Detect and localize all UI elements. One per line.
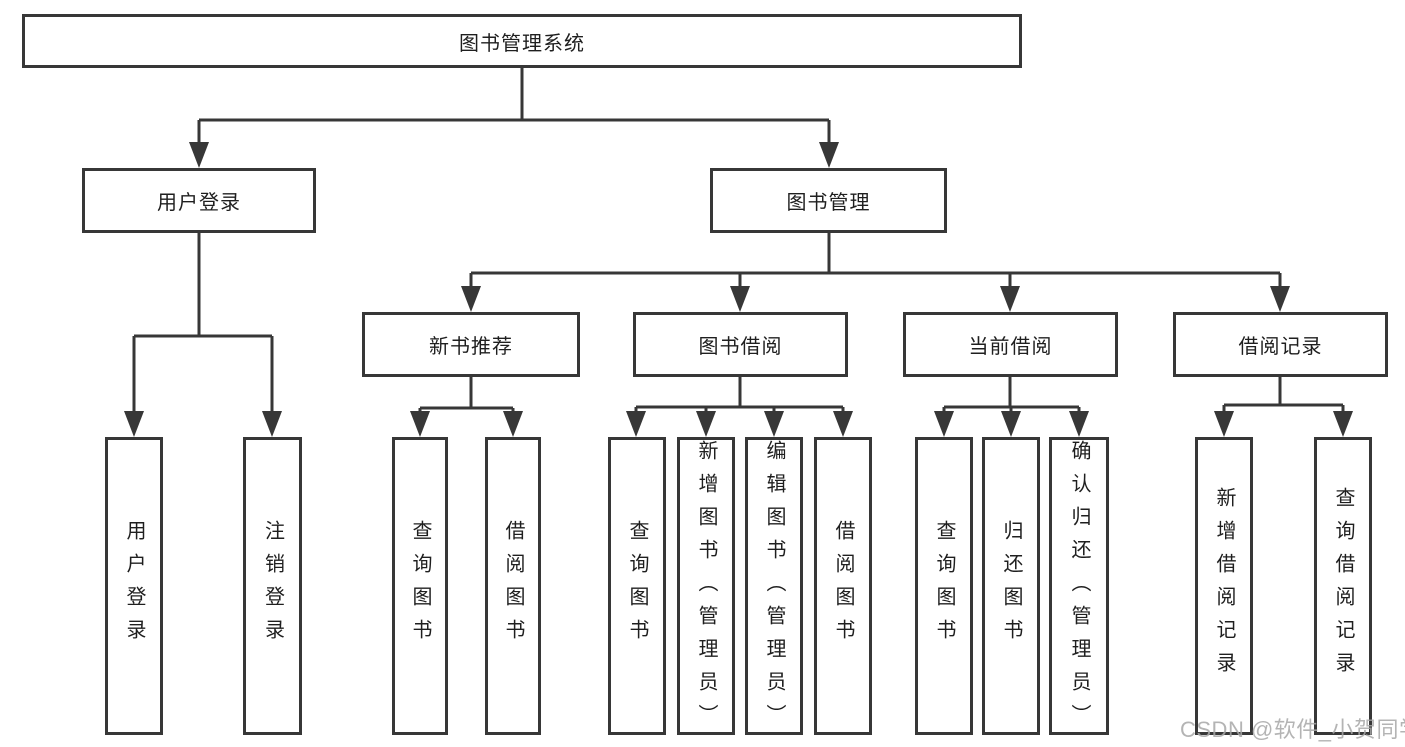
leaf-logout: 注销登录: [243, 437, 302, 735]
leaf-newbook-query-book: 查询图书: [392, 437, 448, 735]
leaf-borrowing-borrow-book: 借阅图书: [814, 437, 872, 735]
leaf-current-confirm-return-admin: 确认归还（管理员）: [1049, 437, 1109, 737]
leaf-records-add-borrow-record: 新增借阅记录: [1195, 437, 1253, 735]
leaf-newbook-borrow-book: 借阅图书: [485, 437, 541, 735]
node-book-management: 图书管理: [710, 168, 947, 233]
leaf-user-login: 用户登录: [105, 437, 163, 735]
leaf-current-query-book: 查询图书: [915, 437, 973, 735]
leaf-current-return-book: 归还图书: [982, 437, 1040, 735]
leaf-records-query-borrow-record: 查询借阅记录: [1314, 437, 1372, 735]
node-new-book-recommend: 新书推荐: [362, 312, 580, 377]
leaf-borrowing-query-book: 查询图书: [608, 437, 666, 735]
csdn-watermark: CSDN @软件_小贺同学: [1180, 717, 1405, 742]
leaf-borrowing-edit-book-admin: 编辑图书（管理员）: [745, 437, 803, 737]
node-library-management-system: 图书管理系统: [22, 14, 1022, 68]
node-current-borrowing: 当前借阅: [903, 312, 1118, 377]
leaf-borrowing-add-book-admin: 新增图书（管理员）: [677, 437, 735, 737]
node-book-borrowing: 图书借阅: [633, 312, 848, 377]
arrowheads: [124, 142, 1353, 437]
node-borrow-records: 借阅记录: [1173, 312, 1388, 377]
node-user-login: 用户登录: [82, 168, 316, 233]
